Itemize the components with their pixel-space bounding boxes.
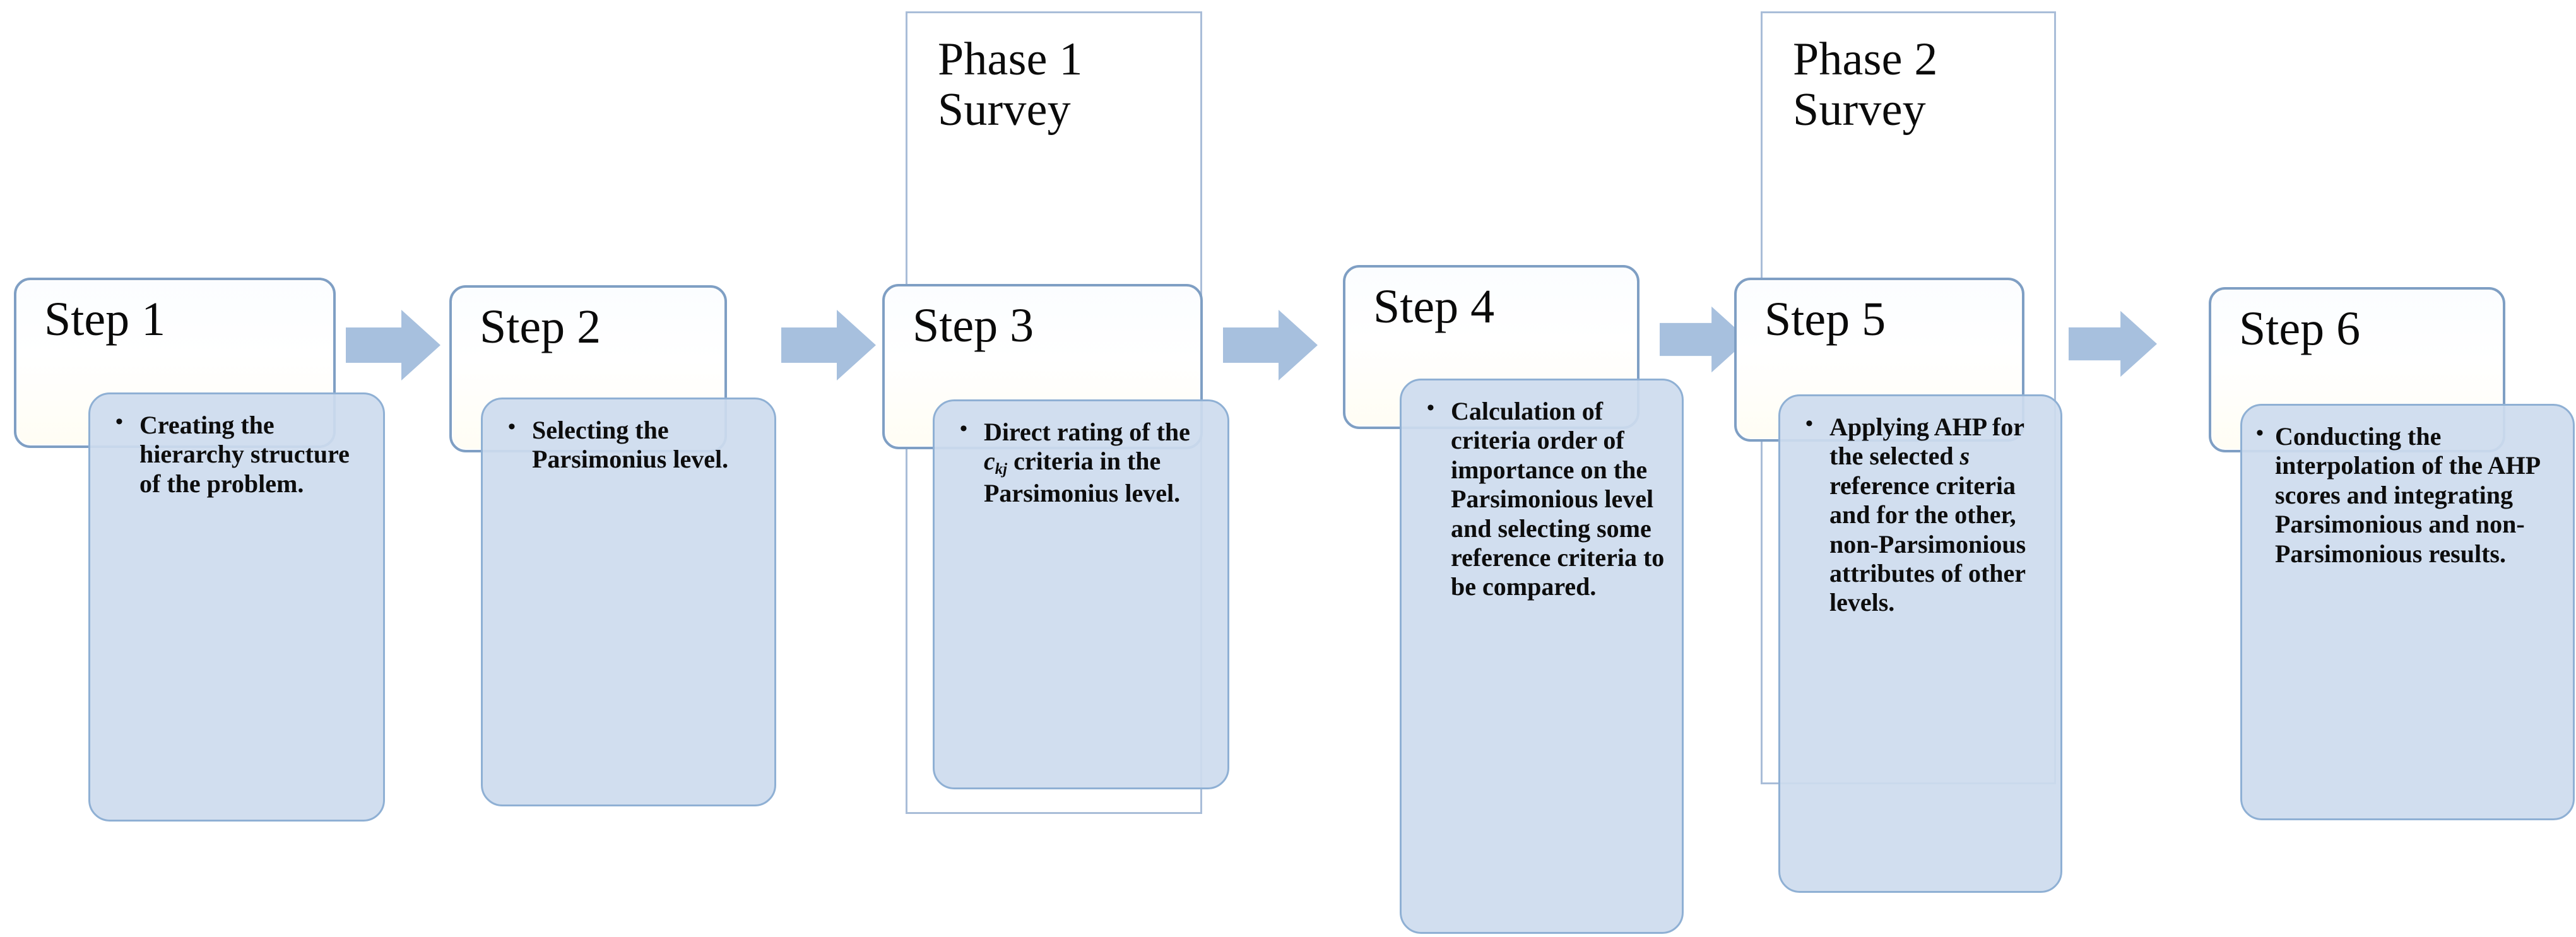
- arrow-step5-to-step6: [2069, 307, 2157, 380]
- step-2-title: Step 2: [480, 300, 601, 353]
- step-1-bullet: Creating the hierarchy structure of the …: [115, 410, 374, 498]
- step-6-body-box[interactable]: Conducting the interpolation of the AHP …: [2240, 404, 2575, 820]
- arrow-right-icon: [346, 310, 440, 380]
- step-3-bullet-list: Direct rating of the ckj criteria in the…: [935, 401, 1227, 508]
- step-2-bullet-list: Selecting the Parsimonius level.: [483, 399, 774, 474]
- phase-2-line-1: Phase 2: [1793, 33, 1938, 85]
- step-2-body-box[interactable]: Selecting the Parsimonius level.: [481, 398, 776, 806]
- step-5-bullet: Applying AHP for the selected s referenc…: [1805, 411, 2052, 618]
- arrow-right-icon: [781, 310, 876, 380]
- arrow-right-icon: [1660, 306, 1748, 373]
- step-5-title: Step 5: [1764, 293, 1886, 346]
- step-6-title: Step 6: [2239, 302, 2361, 355]
- phase-1-survey-label: Phase 1 Survey: [938, 33, 1189, 136]
- phase-2-survey-label: Phase 2 Survey: [1793, 33, 2043, 136]
- arrow-right-icon: [2069, 310, 2157, 377]
- step-3-bullet: Direct rating of the ckj criteria in the…: [960, 416, 1219, 508]
- phase-1-line-1: Phase 1: [938, 33, 1083, 85]
- arrow-step1-to-step2: [346, 307, 440, 383]
- arrow-step2-to-step3: [781, 307, 876, 383]
- step-6-bullet: Conducting the interpolation of the AHP …: [2256, 421, 2564, 569]
- step-6-bullet-list: Conducting the interpolation of the AHP …: [2242, 406, 2573, 569]
- phase-2-line-2: Survey: [1793, 83, 1926, 136]
- step-4-title: Step 4: [1373, 280, 1495, 333]
- step-5-body-box[interactable]: Applying AHP for the selected s referenc…: [1778, 394, 2062, 893]
- step-3-body-box[interactable]: Direct rating of the ckj criteria in the…: [933, 399, 1229, 789]
- arrow-step3-to-step4: [1223, 307, 1318, 383]
- step-4-bullet: Calculation of criteria order of importa…: [1427, 396, 1673, 602]
- step-1-bullet-list: Creating the hierarchy structure of the …: [90, 394, 383, 498]
- step-4-bullet-list: Calculation of criteria order of importa…: [1402, 380, 1682, 602]
- step-2-bullet: Selecting the Parsimonius level.: [508, 415, 765, 474]
- step-1-body-box[interactable]: Creating the hierarchy structure of the …: [88, 392, 385, 822]
- phase-1-line-2: Survey: [938, 83, 1071, 136]
- step-1-title: Step 1: [44, 293, 166, 346]
- step-4-body-box[interactable]: Calculation of criteria order of importa…: [1400, 379, 1684, 934]
- step-5-bullet-list: Applying AHP for the selected s referenc…: [1780, 396, 2060, 618]
- step-3-title: Step 3: [913, 299, 1034, 352]
- arrow-step4-to-step5: [1660, 303, 1748, 376]
- arrow-right-icon: [1223, 310, 1318, 380]
